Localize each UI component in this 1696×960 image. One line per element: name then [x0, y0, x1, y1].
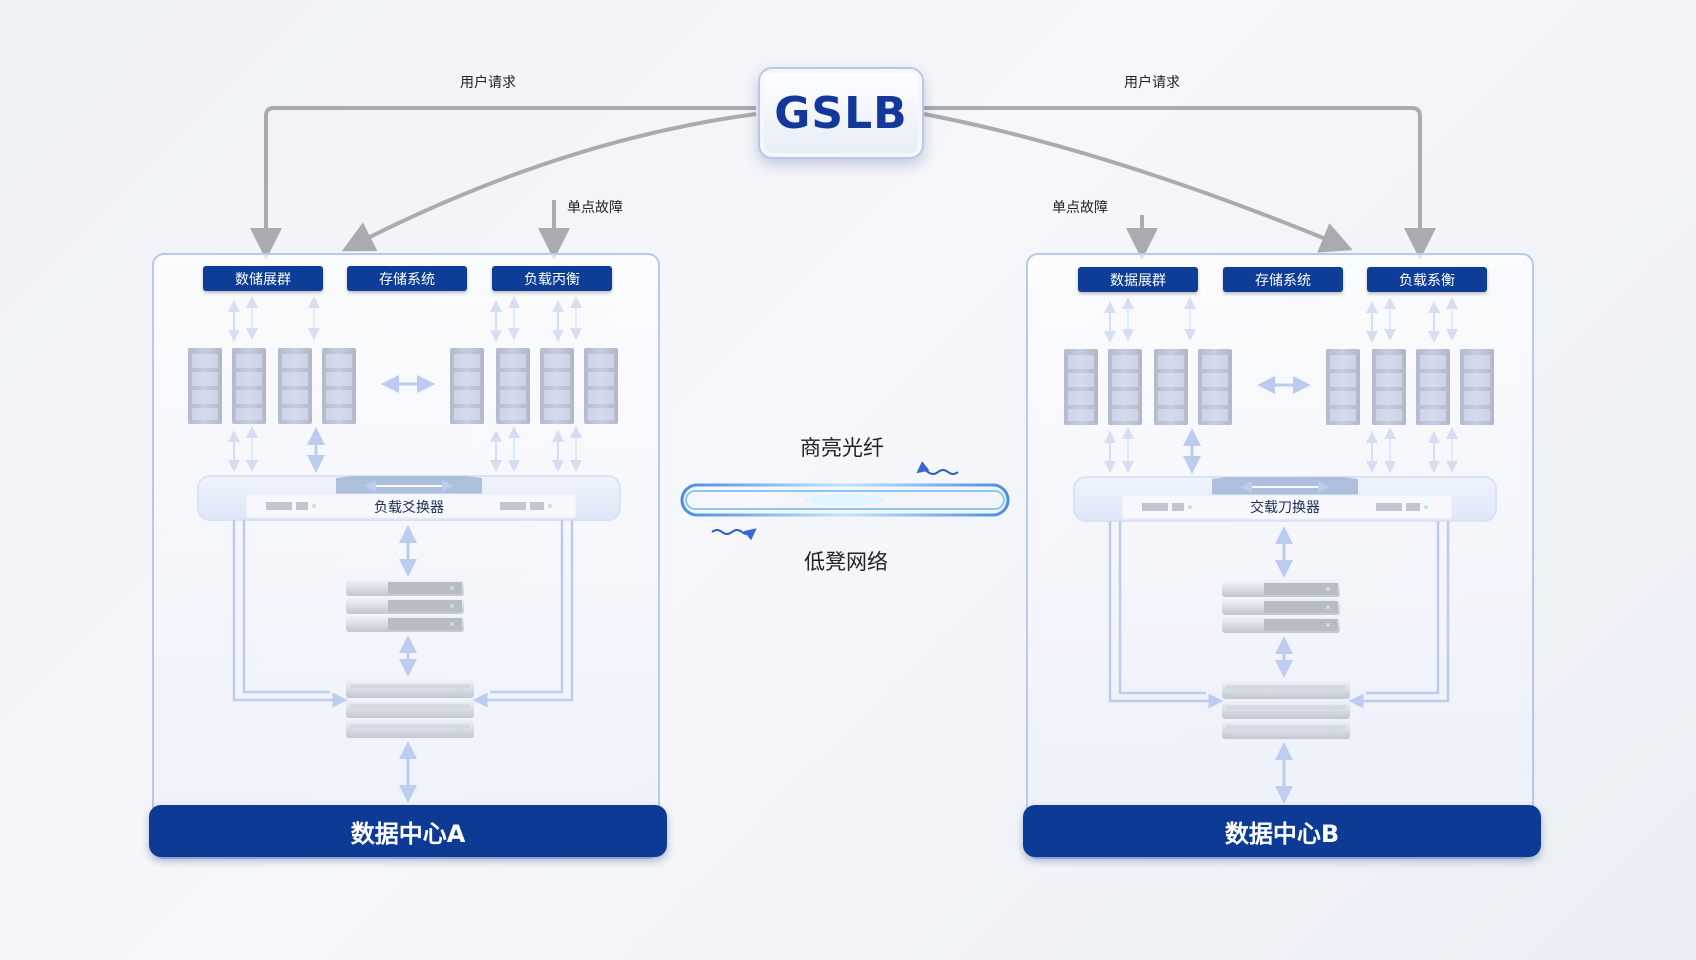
fiber-top-label: 商亮光纤 — [800, 436, 884, 460]
user-request-label-right: 用户请求 — [1124, 75, 1180, 91]
dc-b-tag-cluster: 数据展群 — [1078, 267, 1198, 292]
user-request-label-left: 用户请求 — [460, 75, 516, 91]
datacenter-b-panel — [1026, 253, 1534, 859]
dc-b-tag-balance: 负载系衡 — [1367, 267, 1487, 292]
dc-b-tag-storage: 存储系统 — [1223, 267, 1343, 292]
dc-a-switch-label: 负载爻换器 — [374, 500, 444, 516]
datacenter-b-title: 数据中心B — [1023, 805, 1541, 857]
fiber-link — [680, 461, 1010, 541]
datacenter-a-title: 数据中心A — [149, 805, 667, 857]
user-request-arrows — [250, 106, 1436, 260]
dc-a-tag-storage: 存储系统 — [347, 266, 467, 291]
datacenter-a-panel — [152, 253, 660, 859]
dc-a-tag-cluster: 数储展群 — [203, 266, 323, 291]
single-point-label-right: 单点故障 — [1052, 200, 1108, 216]
dc-a-tag-balance: 负载丙衡 — [492, 266, 612, 291]
dc-b-switch-label: 交载刀换器 — [1250, 500, 1320, 516]
fiber-bottom-label: 低凳网络 — [804, 550, 888, 574]
single-point-label-left: 单点故障 — [567, 200, 623, 216]
gslb-node: GSLB — [758, 67, 924, 159]
